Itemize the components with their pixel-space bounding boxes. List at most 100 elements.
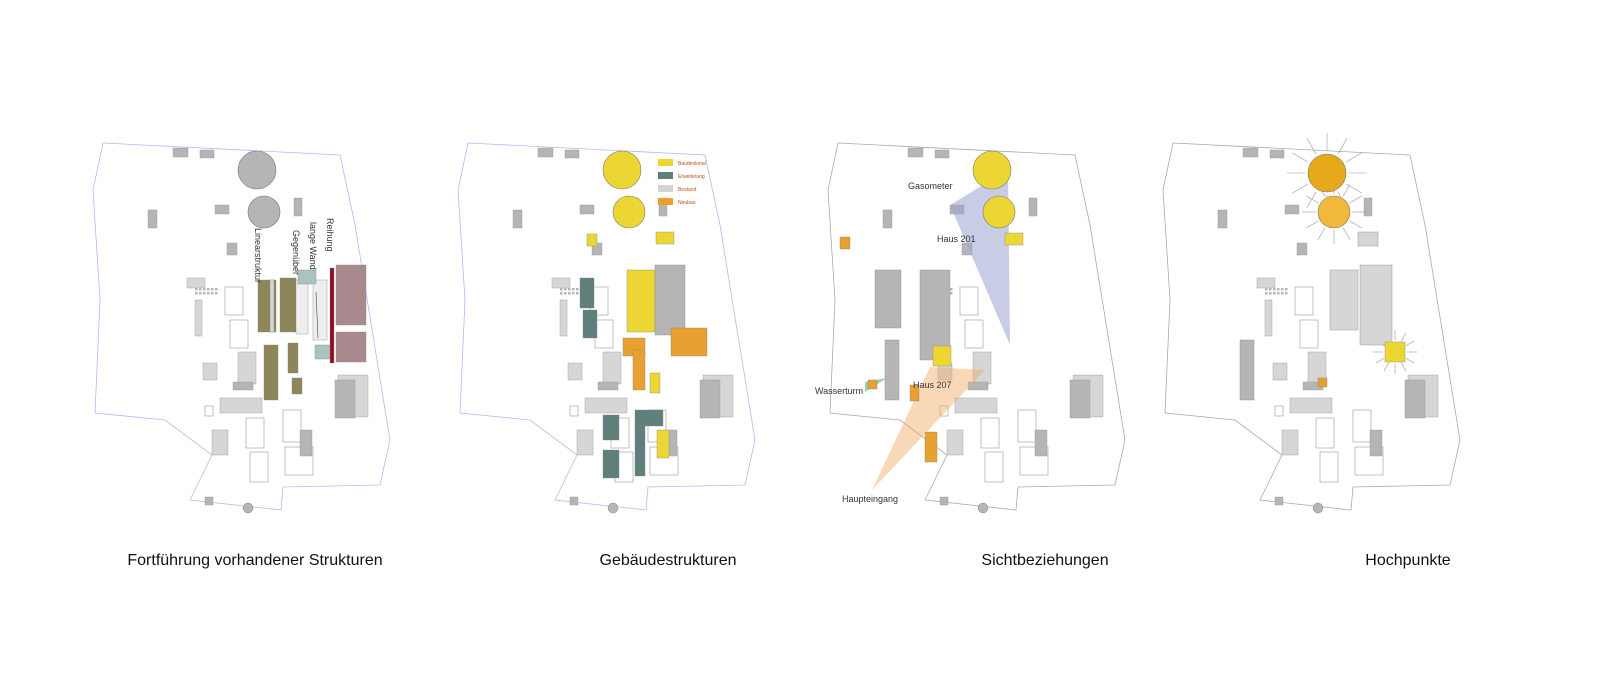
building xyxy=(584,397,628,414)
building-highlight xyxy=(335,331,367,363)
building-outline xyxy=(204,405,214,417)
legend-label: Bestand xyxy=(678,187,697,193)
highpoint-ray xyxy=(1345,152,1362,163)
building xyxy=(954,397,998,414)
building-dot xyxy=(1285,288,1288,291)
building xyxy=(1264,299,1273,337)
building-outline xyxy=(1274,405,1284,417)
highpoint-ray xyxy=(1345,183,1362,194)
building xyxy=(1028,197,1038,217)
legend-swatch xyxy=(658,159,673,166)
highpoint-ray xyxy=(1405,357,1415,364)
building-dot xyxy=(1281,292,1284,295)
gasometer xyxy=(1317,195,1351,229)
building-highlight xyxy=(335,264,367,326)
building-highlight xyxy=(312,279,328,341)
gasometer xyxy=(237,150,277,190)
building-dot xyxy=(215,292,218,295)
building-dot xyxy=(207,288,210,291)
building-dot xyxy=(572,292,575,295)
building xyxy=(1069,379,1091,419)
building-dot xyxy=(576,292,579,295)
highpoint-ray xyxy=(1306,195,1319,204)
building-dot xyxy=(199,288,202,291)
structure-label: Linearstruktur xyxy=(253,228,263,283)
building-dot xyxy=(203,288,206,291)
site-boundary xyxy=(92,142,391,511)
building-dot xyxy=(568,292,571,295)
building-highlight xyxy=(634,425,646,477)
building xyxy=(172,147,189,158)
building-dot xyxy=(560,292,563,295)
building xyxy=(194,299,203,337)
building-dot xyxy=(211,288,214,291)
caption-hochpunkte: Hochpunkte xyxy=(1365,552,1451,569)
building-dot xyxy=(568,288,571,291)
building xyxy=(1289,397,1333,414)
site-boundary xyxy=(457,142,756,511)
building xyxy=(1281,429,1299,456)
building xyxy=(226,242,238,256)
round-structure xyxy=(977,502,989,514)
highpoint-ray xyxy=(1400,362,1407,372)
building-highlight xyxy=(884,339,900,401)
building-highlight xyxy=(670,327,708,357)
building xyxy=(211,429,229,456)
building-outline xyxy=(959,286,979,316)
building-highlight xyxy=(839,236,851,250)
building xyxy=(559,299,568,337)
building-highlight xyxy=(263,344,279,401)
highpoint-ray xyxy=(1349,220,1362,229)
building xyxy=(1404,379,1426,419)
building-highlight xyxy=(655,231,675,245)
building-dot xyxy=(572,288,575,291)
building-outline xyxy=(939,405,949,417)
building xyxy=(1363,197,1373,217)
building-dot xyxy=(195,292,198,295)
distance-arrow xyxy=(315,291,319,339)
building-highlight xyxy=(586,233,598,247)
building-outline xyxy=(1019,446,1049,476)
building-highlight xyxy=(329,267,335,364)
building-outline xyxy=(964,319,984,349)
building-highlight xyxy=(867,379,878,390)
building-outline xyxy=(569,405,579,417)
building-dot xyxy=(1265,292,1268,295)
legend-label: Erweiterung xyxy=(678,174,705,180)
building-highlight xyxy=(1384,341,1406,363)
building-outline xyxy=(594,319,614,349)
building-dot xyxy=(1277,292,1280,295)
building xyxy=(202,362,218,381)
building-outline xyxy=(229,319,249,349)
building xyxy=(1269,149,1285,159)
building-dot xyxy=(564,292,567,295)
highpoint-ray xyxy=(1306,138,1317,155)
building xyxy=(551,277,571,289)
site-boundary xyxy=(1162,142,1461,511)
building xyxy=(1272,362,1288,381)
gasometer xyxy=(612,195,646,229)
building-dot xyxy=(1277,288,1280,291)
building xyxy=(1369,429,1383,457)
landmark-label: Haupteingang xyxy=(842,494,898,504)
building-outline xyxy=(1319,451,1339,483)
building-highlight xyxy=(1359,264,1393,346)
building-highlight xyxy=(579,277,595,309)
landmark-label: Haus 201 xyxy=(937,234,976,244)
building xyxy=(537,147,554,158)
building-highlight xyxy=(295,279,309,335)
structure-label: Gegenüber xyxy=(291,230,301,275)
building-highlight xyxy=(279,277,297,333)
building-outline xyxy=(249,451,269,483)
structure-label: lange Wand xyxy=(308,222,318,270)
highpoint-ray xyxy=(1292,183,1309,194)
building xyxy=(334,379,356,419)
building xyxy=(579,204,595,215)
building-highlight xyxy=(874,269,902,329)
building-outline xyxy=(980,417,1000,449)
building xyxy=(1242,147,1259,158)
